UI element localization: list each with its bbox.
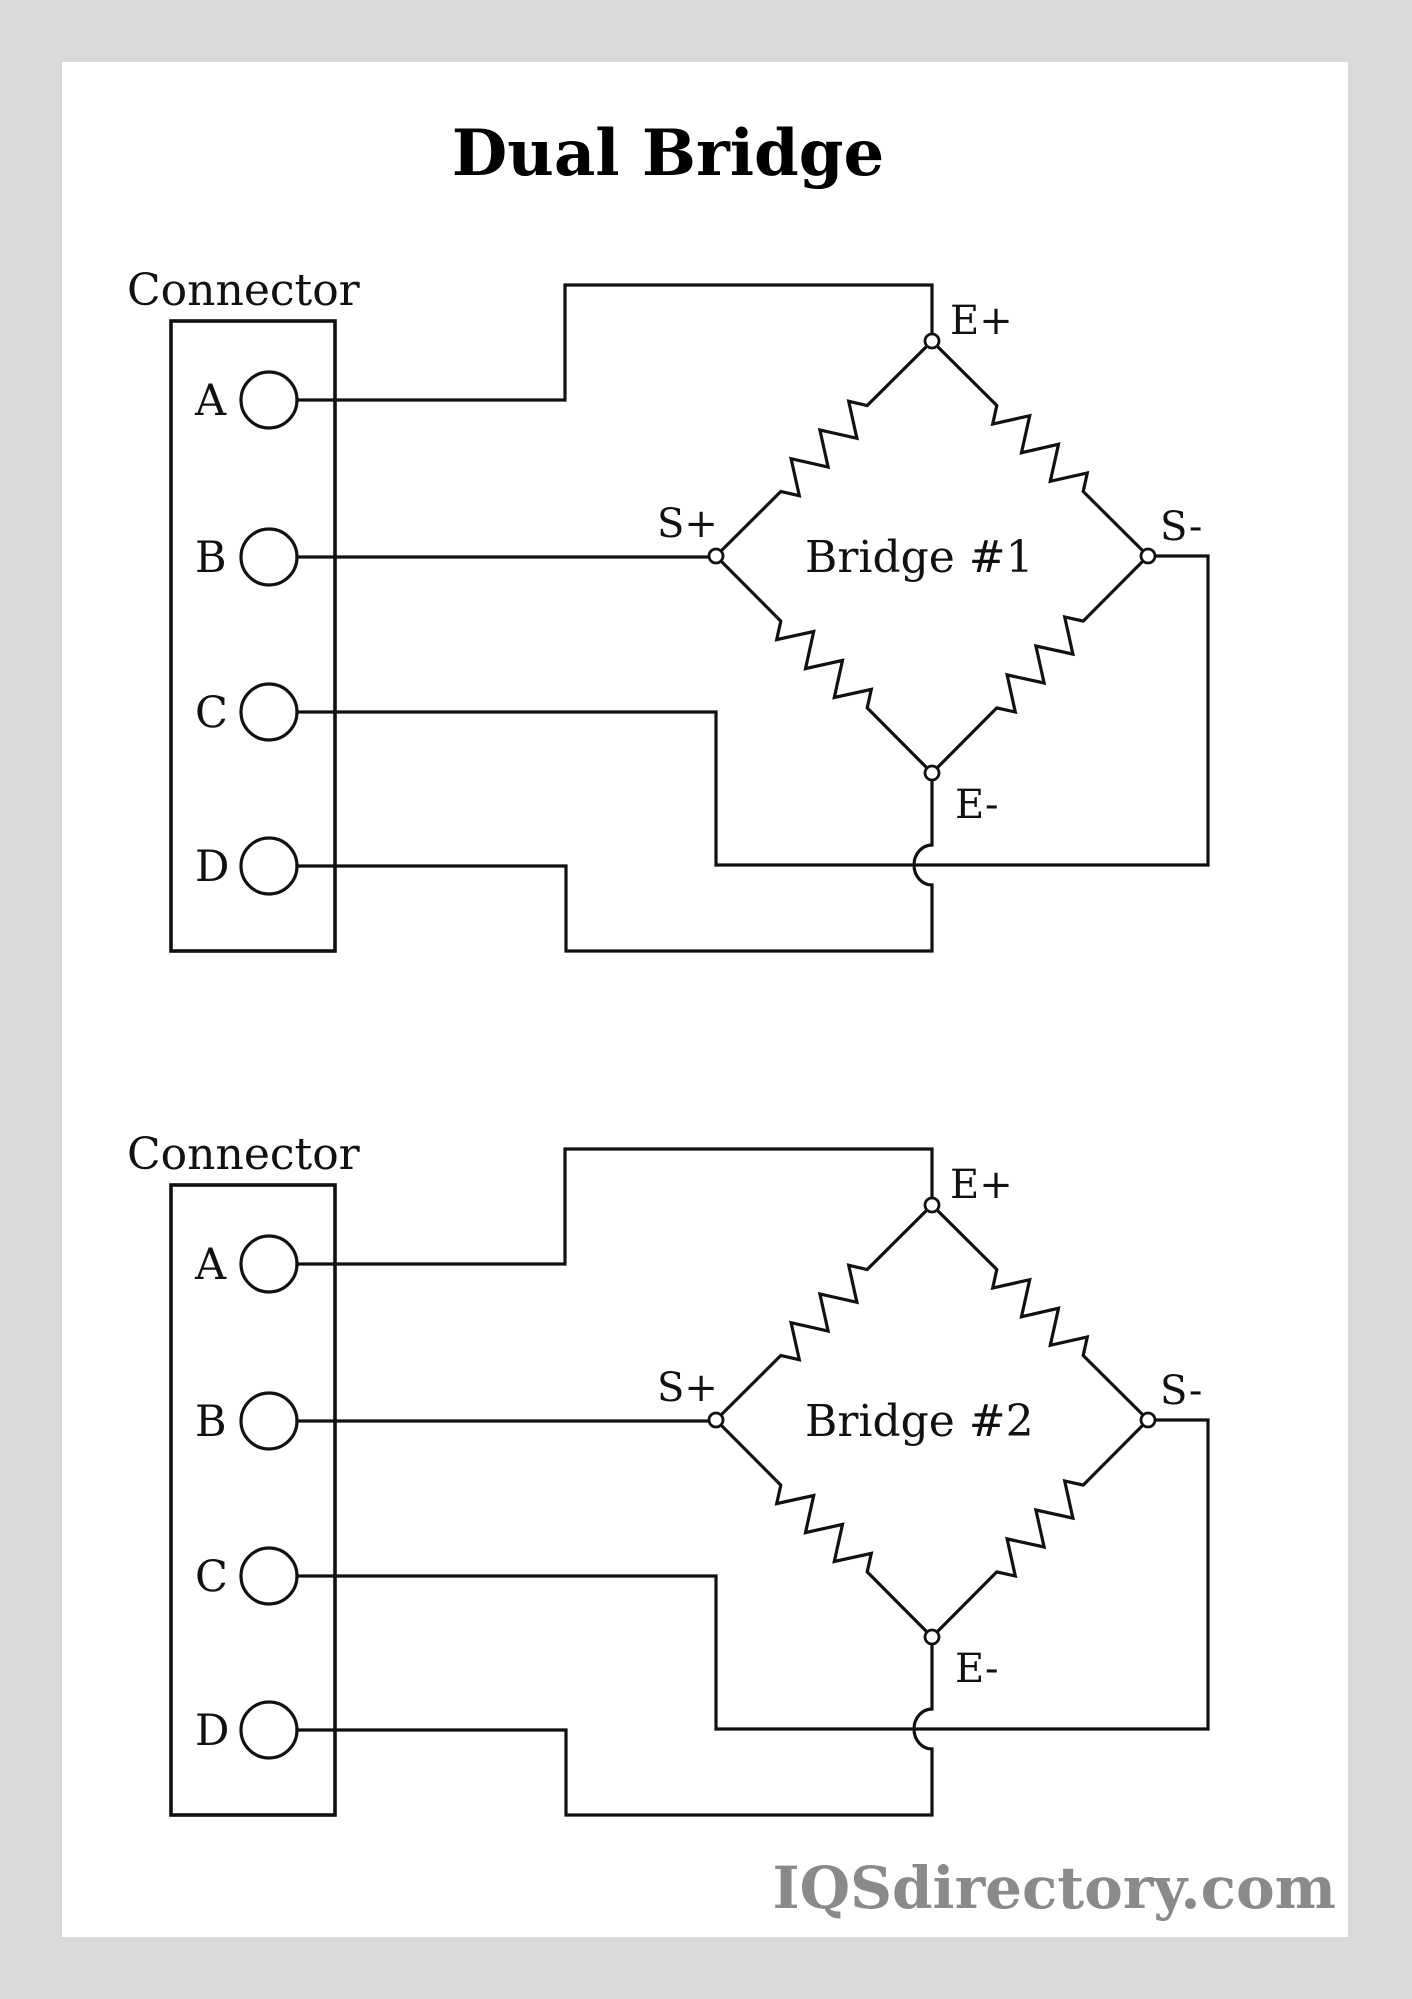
wire-a-to-e-plus <box>295 283 934 402</box>
node-label-s-plus: S+ <box>657 501 718 547</box>
connector-label: Connector <box>127 265 361 316</box>
node-s-minus <box>1139 1411 1157 1429</box>
pin-label-b: B <box>195 533 227 583</box>
resistor-bottom-right <box>929 553 1151 776</box>
node-label-s-plus: S+ <box>657 1365 718 1411</box>
wire-a-to-e-plus <box>295 1147 934 1266</box>
connector-label: Connector <box>127 1129 361 1180</box>
node-s-plus <box>707 547 725 565</box>
node-s-minus <box>1139 547 1157 565</box>
node-label-e-plus: E+ <box>950 1162 1013 1208</box>
resistor-top-right <box>929 1202 1151 1423</box>
resistor-top-left <box>713 338 935 559</box>
terminal-c <box>239 1546 299 1606</box>
bridge-circuit-1: Connector A B C D Bridge #1 E+ S+ S- E- <box>127 265 1210 953</box>
pin-label-a: A <box>194 1240 227 1290</box>
pin-label-c: C <box>195 1552 228 1602</box>
terminal-a <box>239 370 299 430</box>
node-s-plus <box>707 1411 725 1429</box>
wire-d-to-e-minus <box>295 1642 934 1817</box>
connector-box <box>169 319 337 953</box>
node-e-plus <box>923 1196 941 1214</box>
terminal-b <box>239 527 299 587</box>
terminal-b <box>239 1391 299 1451</box>
node-label-e-minus: E- <box>955 1646 998 1692</box>
wire-c-to-s-minus <box>295 554 1210 867</box>
page-title: Dual Bridge <box>452 116 884 191</box>
bridge-label: Bridge #2 <box>805 1396 1034 1447</box>
wire-d-to-e-minus <box>295 778 934 953</box>
pin-label-d: D <box>195 1706 229 1756</box>
bridge-label: Bridge #1 <box>805 532 1034 583</box>
terminal-d <box>239 836 299 896</box>
terminal-d <box>239 1700 299 1760</box>
pin-label-d: D <box>195 842 229 892</box>
pin-label-c: C <box>195 688 228 738</box>
resistor-bottom-left <box>713 1417 935 1640</box>
node-e-minus <box>923 1628 941 1646</box>
connector-box <box>169 1183 337 1817</box>
watermark-logo: IQSdirectory.com <box>772 1854 1336 1922</box>
resistor-bottom-left <box>713 553 935 776</box>
node-label-s-minus: S- <box>1160 1368 1202 1414</box>
wire-c-to-s-minus <box>295 1418 1210 1731</box>
terminal-c <box>239 682 299 742</box>
node-label-e-plus: E+ <box>950 298 1013 344</box>
resistor-top-right <box>929 338 1151 559</box>
pin-label-b: B <box>195 1397 227 1447</box>
pin-label-a: A <box>194 376 227 426</box>
node-label-e-minus: E- <box>955 782 998 828</box>
node-label-s-minus: S- <box>1160 504 1202 550</box>
terminal-a <box>239 1234 299 1294</box>
bridge-circuit-2: Connector A B C D Bridge #2 E+ S+ S- E- <box>127 1129 1210 1817</box>
resistor-bottom-right <box>929 1417 1151 1640</box>
node-e-plus <box>923 332 941 350</box>
node-e-minus <box>923 764 941 782</box>
resistor-top-left <box>713 1202 935 1423</box>
